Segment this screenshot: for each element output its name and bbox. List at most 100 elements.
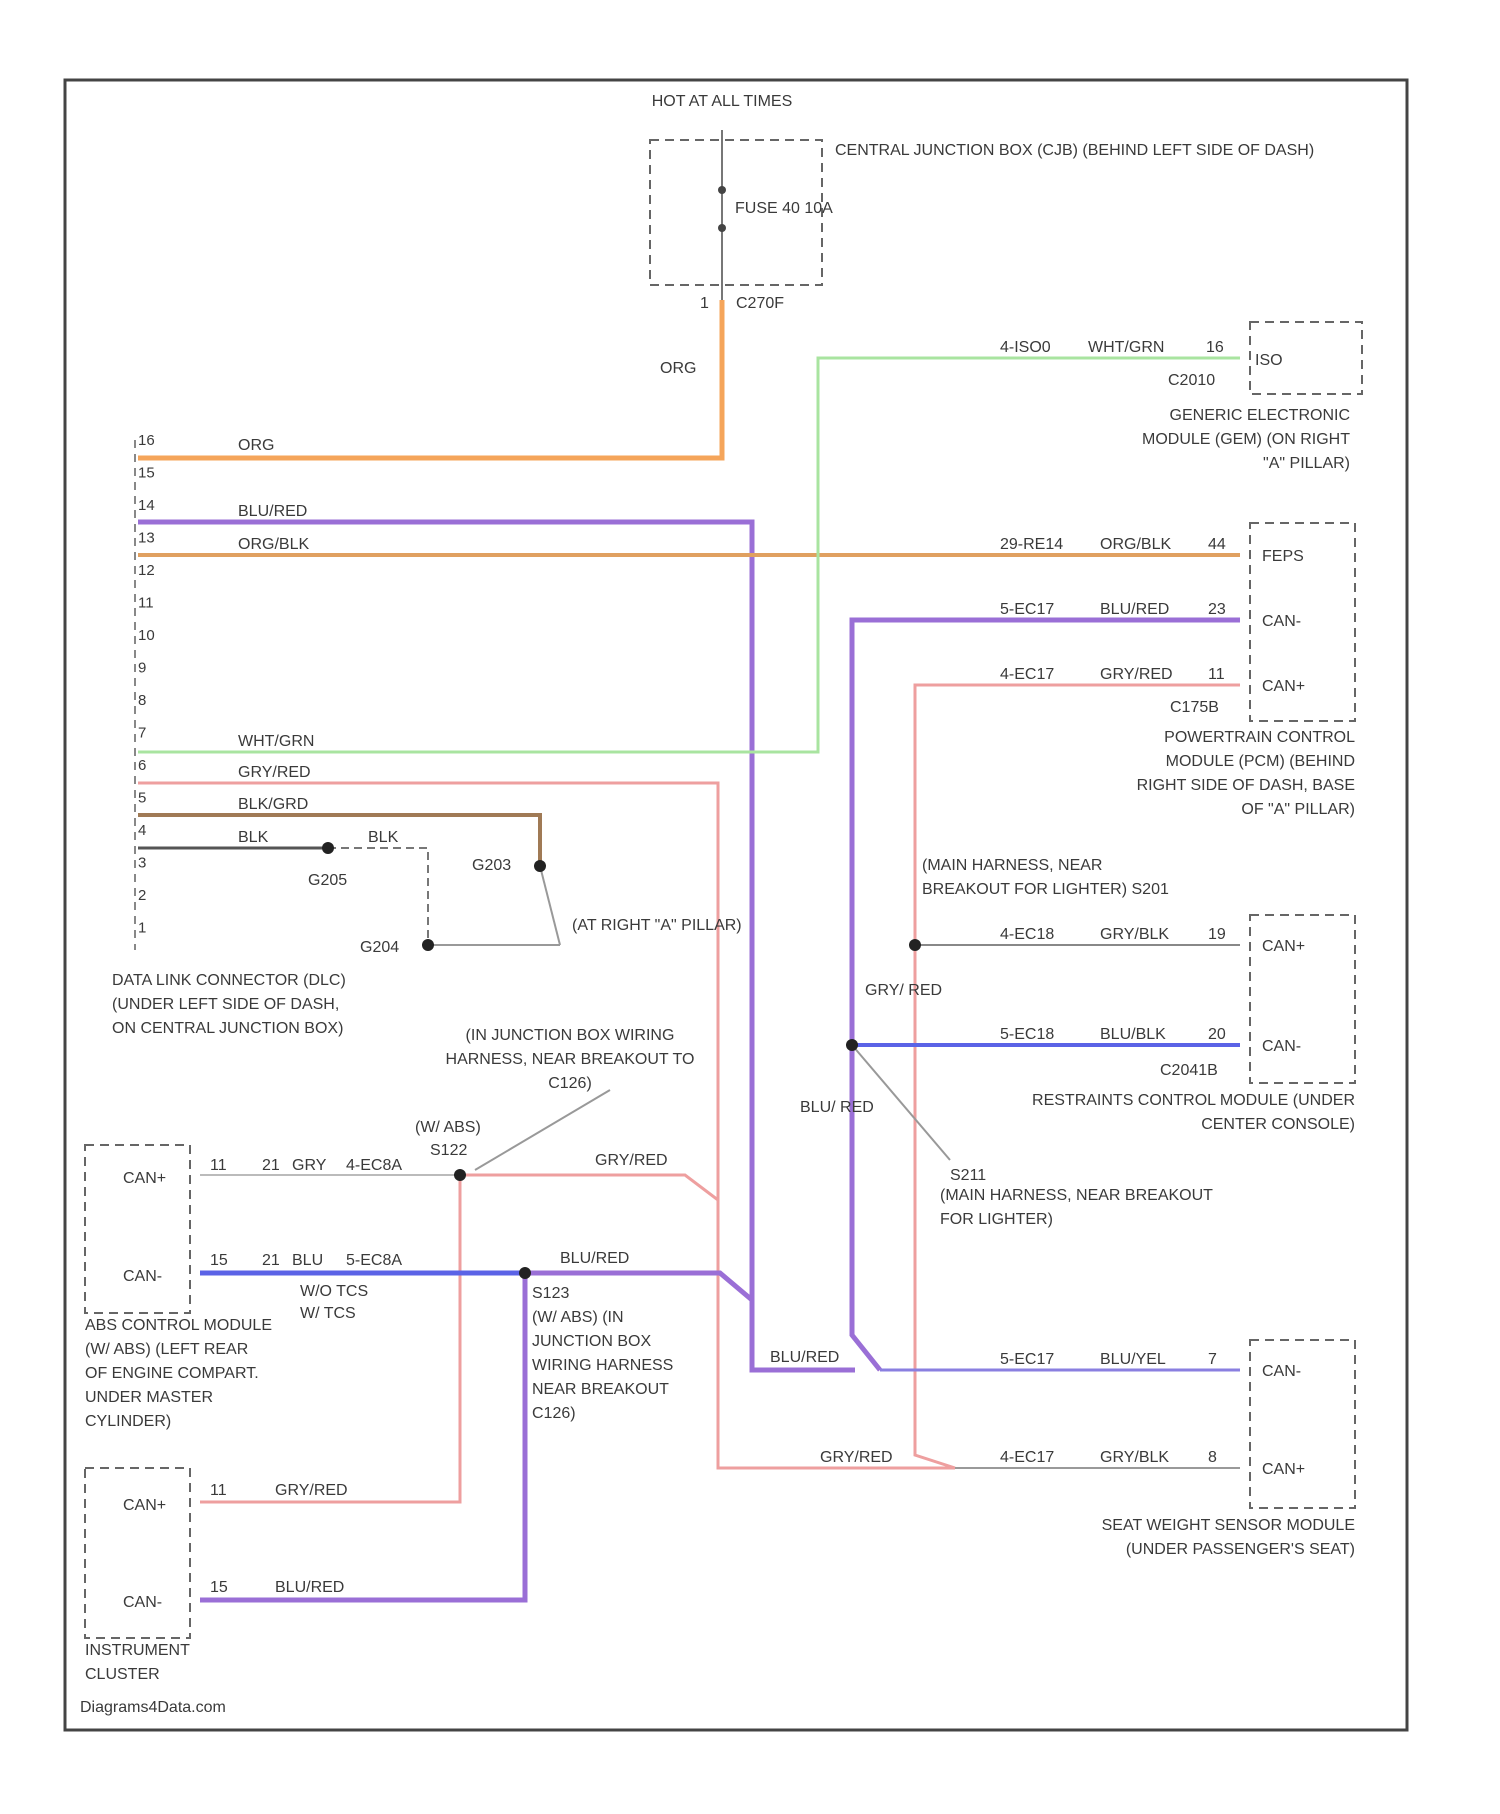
sws-row-terminal: CAN+ <box>1262 1461 1305 1478</box>
abs-can-plus-circuit: 4-EC8A <box>346 1157 402 1174</box>
dlc-pin-5: 5 <box>138 790 146 807</box>
abs-can-minus-terminal: CAN- <box>123 1268 162 1285</box>
abs-note-without-tcs: W/O TCS <box>300 1283 368 1300</box>
g203-label: G203 <box>472 857 511 874</box>
fuse-label: FUSE 40 10A <box>735 200 833 217</box>
rcm-branch-blu-red: BLU/ RED <box>800 1099 874 1116</box>
s122-name: S122 <box>430 1142 467 1159</box>
dlc-wire-16: ORG <box>238 437 274 454</box>
dlc-pin-8: 8 <box>138 692 146 709</box>
pcm-row-wire: BLU/RED <box>1100 601 1169 618</box>
cluster-can-minus-pin: 15 <box>210 1579 228 1596</box>
rcm-row-wire: BLU/BLK <box>1100 1026 1166 1043</box>
dlc-pin-13: 13 <box>138 530 155 547</box>
watermark: Diagrams4Data.com <box>80 1699 226 1716</box>
rcm-row-circuit: 4-EC18 <box>1000 926 1054 943</box>
cjb-name: CENTRAL JUNCTION BOX (CJB) (BEHIND LEFT … <box>835 142 1314 159</box>
fuse-terminal-top <box>718 186 726 194</box>
dlc-wire-5: BLK/GRD <box>238 796 308 813</box>
abs-can-minus-pin: 15 <box>210 1252 228 1269</box>
gem-connector: C2010 <box>1168 372 1215 389</box>
gem-pin: 16 <box>1206 339 1224 356</box>
abs-can-minus-pin2: 21 <box>262 1252 280 1269</box>
rcm-name: RESTRAINTS CONTROL MODULE (UNDERCENTER C… <box>1032 1092 1355 1133</box>
sws-row-pin: 7 <box>1208 1351 1217 1368</box>
dlc-pin-10: 10 <box>138 627 155 644</box>
s123-name: S123 <box>532 1285 569 1302</box>
pcm-row-circuit: 5-EC17 <box>1000 601 1054 618</box>
dlc-wire-14: BLU/RED <box>238 503 307 520</box>
sws-name: SEAT WEIGHT SENSOR MODULE(UNDER PASSENGE… <box>1102 1517 1355 1558</box>
rcm-row-circuit: 5-EC18 <box>1000 1026 1054 1043</box>
g204-label: G204 <box>360 939 399 956</box>
rcm-connector: C2041B <box>1160 1062 1218 1079</box>
dlc-pin-9: 9 <box>138 660 146 677</box>
dlc-name: DATA LINK CONNECTOR (DLC)(UNDER LEFT SID… <box>112 972 346 1037</box>
dlc-pin-2: 2 <box>138 887 146 904</box>
wire-blk-ground <box>328 848 428 945</box>
ground-location-label: (AT RIGHT "A" PILLAR) <box>572 917 742 934</box>
gem-wire: WHT/GRN <box>1088 339 1164 356</box>
pcm-row-terminal: FEPS <box>1262 548 1304 565</box>
rcm-row-wire: GRY/BLK <box>1100 926 1169 943</box>
abs-can-minus-circuit: 5-EC8A <box>346 1252 402 1269</box>
dlc-pin-7: 7 <box>138 725 146 742</box>
cluster-box <box>85 1468 190 1638</box>
wire-org <box>138 300 722 458</box>
pcm-row-wire: GRY/RED <box>1100 666 1173 683</box>
wire-s122-cluster <box>200 1175 460 1502</box>
sws-row-wire: BLU/YEL <box>1100 1351 1166 1368</box>
s122-wire: GRY/RED <box>595 1152 668 1169</box>
wire-ground-link2 <box>540 866 560 945</box>
dlc-wire-4: BLK <box>238 829 269 846</box>
s211-name: S211 <box>950 1167 986 1184</box>
dlc-wire-6: GRY/RED <box>238 764 311 781</box>
dlc-pin-3: 3 <box>138 855 146 872</box>
pcm-row-terminal: CAN- <box>1262 613 1301 630</box>
s122-with-abs: (W/ ABS) <box>415 1119 481 1136</box>
rcm-row-terminal: CAN- <box>1262 1038 1301 1055</box>
cluster-can-plus-wire: GRY/RED <box>275 1482 348 1499</box>
pcm-row-pin: 44 <box>1208 536 1226 553</box>
abs-can-plus-pin2: 21 <box>262 1157 280 1174</box>
splice-g203 <box>534 860 546 872</box>
splice-g205 <box>322 842 334 854</box>
splice-s211 <box>846 1039 858 1051</box>
cluster-can-plus-pin: 11 <box>210 1482 227 1499</box>
rcm-row-terminal: CAN+ <box>1262 938 1305 955</box>
cluster-name: INSTRUMENTCLUSTER <box>85 1642 190 1683</box>
s122-pointer <box>475 1090 610 1170</box>
gem-terminal: ISO <box>1255 352 1283 369</box>
gem-circuit: 4-ISO0 <box>1000 339 1051 356</box>
fuse-power-label: HOT AT ALL TIMES <box>652 93 793 110</box>
dlc-wire-13: ORG/BLK <box>238 536 309 553</box>
s123-wire: BLU/RED <box>560 1250 629 1267</box>
dlc-pin-16: 16 <box>138 432 155 449</box>
cluster-can-minus-terminal: CAN- <box>123 1594 162 1611</box>
rcm-branch-gry-red: GRY/ RED <box>865 982 942 999</box>
splice-s201 <box>909 939 921 951</box>
pcm-row-terminal: CAN+ <box>1262 678 1305 695</box>
dlc-pin-11: 11 <box>138 595 154 612</box>
pcm-row-circuit: 4-EC17 <box>1000 666 1054 683</box>
rcm-row-pin: 19 <box>1208 926 1226 943</box>
dlc-pin-15: 15 <box>138 465 155 482</box>
dlc-wire-7: WHT/GRN <box>238 733 314 750</box>
g205-label: G205 <box>308 872 347 889</box>
splice-s123 <box>519 1267 531 1279</box>
fuse-pin: 1 <box>700 295 709 312</box>
wire-blk-grd <box>138 815 540 862</box>
abs-note-with-tcs: W/ TCS <box>300 1305 356 1322</box>
sws-row-wire: GRY/BLK <box>1100 1449 1169 1466</box>
dlc-pin-14: 14 <box>138 497 155 514</box>
fuse-terminal-bottom <box>718 224 726 232</box>
dlc-pin-1: 1 <box>138 920 146 937</box>
diagram-frame <box>65 80 1407 1730</box>
pcm-connector: C175B <box>1170 699 1219 716</box>
